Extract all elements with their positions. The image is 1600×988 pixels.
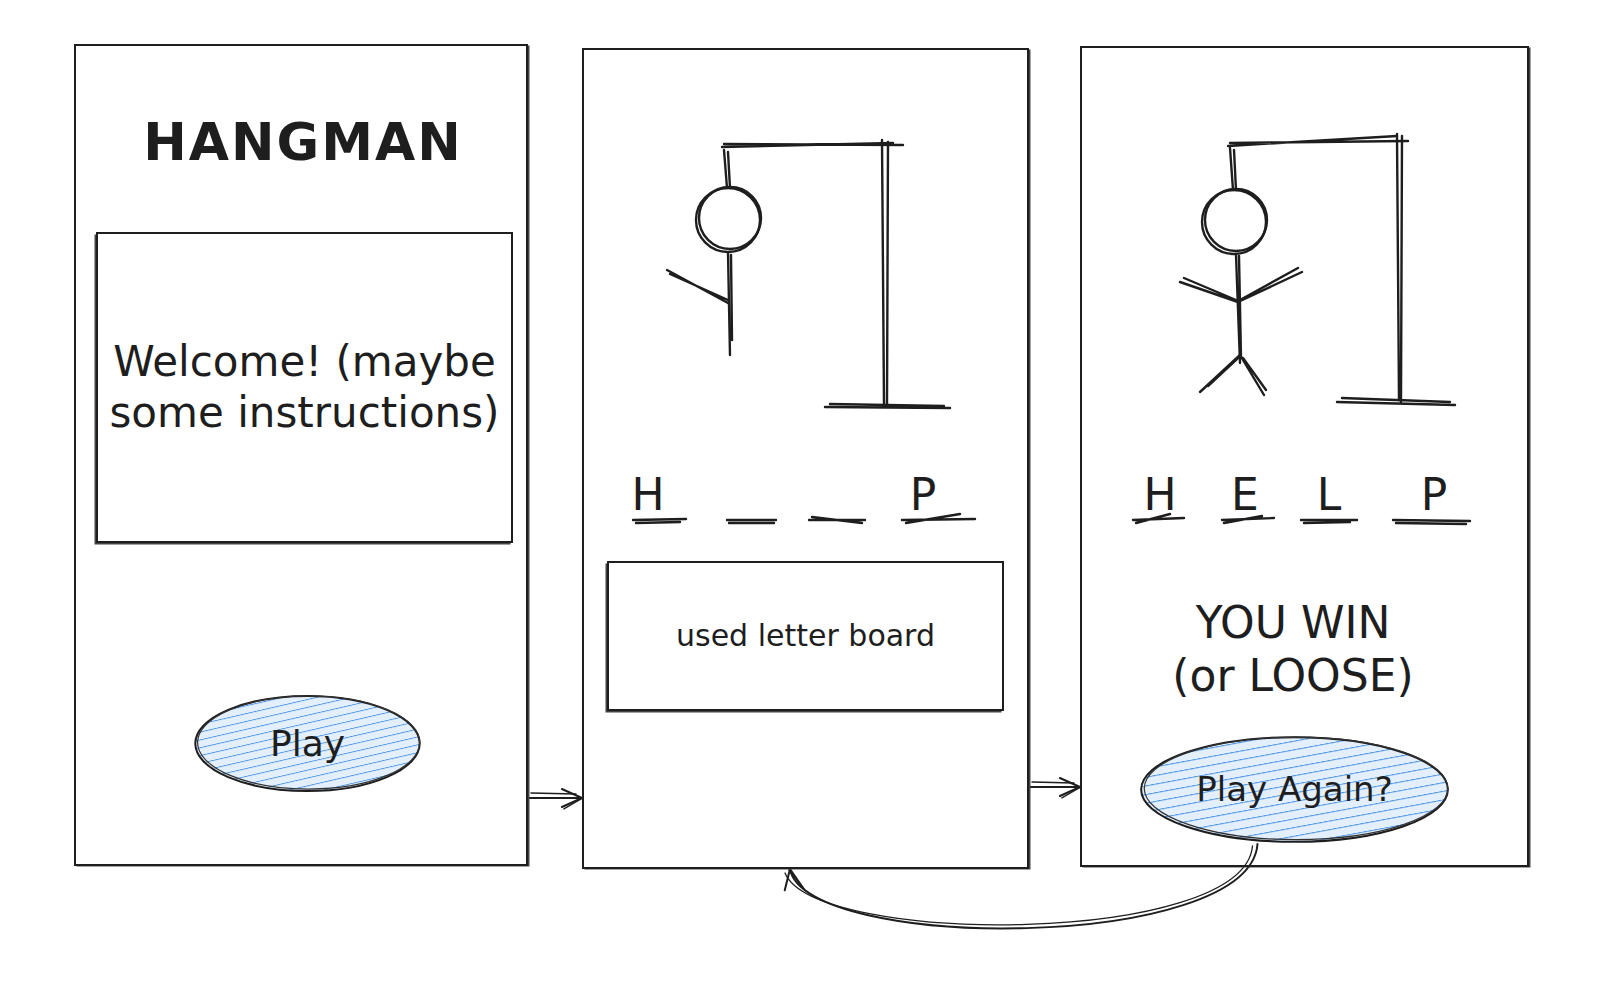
letter-blanks	[1133, 514, 1470, 524]
text-slot: L	[1289, 469, 1369, 522]
box-text: Welcome! (maybe some instructions)	[98, 337, 511, 438]
screen-panel: HANGMAN Welcome! (maybe some instructions…	[74, 44, 528, 866]
text-slot: E	[1205, 469, 1285, 522]
connector-stroke	[789, 870, 804, 889]
text-slot: H	[608, 469, 688, 522]
guessed-letter: P	[1394, 469, 1474, 522]
stick-figure	[1180, 148, 1302, 395]
connector-stroke	[1062, 788, 1079, 798]
connector-stroke	[1029, 786, 1080, 788]
text-slot: P	[883, 469, 963, 522]
connector-stroke	[785, 846, 1253, 925]
welcome-box: Welcome! (maybe some instructions)	[96, 232, 513, 543]
text-slot: HANGMAN	[83, 111, 523, 173]
screen-panel: H Pused letter board	[582, 48, 1029, 869]
flow-arrow	[528, 789, 582, 809]
connector-stroke	[564, 799, 581, 809]
button-label: Play	[270, 722, 345, 765]
result-message: YOU WIN (or LOOSE)	[1162, 597, 1424, 703]
flow-arrow	[1029, 778, 1080, 798]
stick-figure	[667, 150, 761, 355]
play-button: Play	[193, 694, 422, 793]
flow-arrow	[785, 844, 1258, 928]
play-again-button: Play Again?	[1138, 735, 1451, 844]
text-slot: H	[1120, 469, 1200, 522]
guessed-letter: H	[608, 469, 688, 522]
gallows	[722, 140, 950, 408]
connector-stroke	[785, 869, 803, 890]
connector-stroke	[528, 797, 582, 799]
guessed-letter: L	[1289, 469, 1369, 522]
connector-stroke	[790, 844, 1258, 928]
screen-panel: HELP YOU WIN (or LOOSE) Play Again?	[1080, 46, 1529, 867]
guessed-letter: P	[883, 469, 963, 522]
text-slot: YOU WIN (or LOOSE)	[1162, 597, 1424, 703]
guessed-letter: H	[1120, 469, 1200, 522]
guessed-letter: E	[1205, 469, 1285, 522]
app-title: HANGMAN	[83, 111, 523, 173]
used-letter-board: used letter board	[607, 561, 1004, 711]
box-text: used letter board	[676, 618, 935, 654]
button-label: Play Again?	[1196, 769, 1392, 810]
gallows	[1228, 134, 1455, 405]
text-slot: P	[1394, 469, 1474, 522]
